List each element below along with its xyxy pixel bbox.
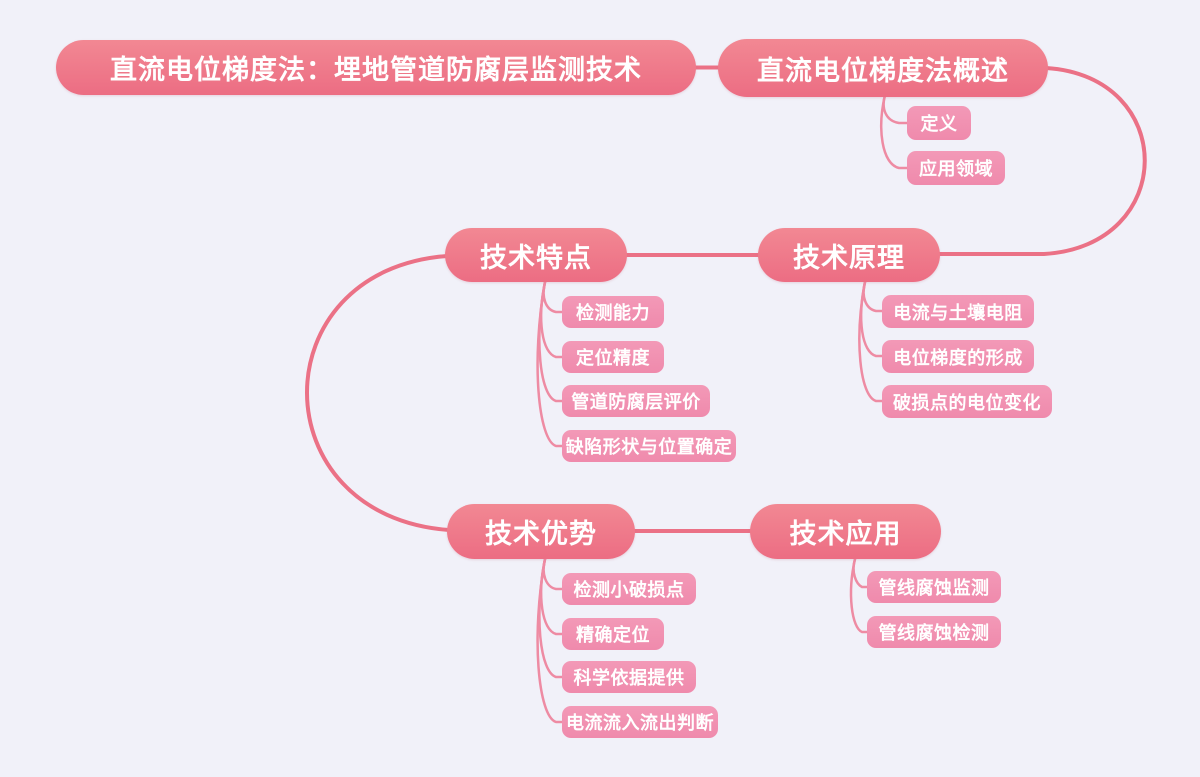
subtopic-potential-gradient-formation[interactable]: 电位梯度的形成 [882,340,1034,373]
topic-principle[interactable]: 技术原理 [758,228,940,282]
subtopic-pipeline-corrosion-inspection[interactable]: 管线腐蚀检测 [867,616,1001,648]
subtopic-defect-shape-location[interactable]: 缺陷形状与位置确定 [562,430,736,462]
subtopic-defect-potential-change[interactable]: 破损点的电位变化 [882,385,1052,418]
subtopic-current-soil-resistance[interactable]: 电流与土壤电阻 [882,295,1034,328]
topic-applications[interactable]: 技术应用 [750,504,941,559]
subtopic-pipeline-corrosion-monitoring[interactable]: 管线腐蚀监测 [867,571,1001,603]
branch-overview-definition [882,93,909,125]
topic-overview[interactable]: 直流电位梯度法概述 [718,39,1048,97]
subtopic-detect-small-defects[interactable]: 检测小破损点 [562,573,696,605]
subtopic-positioning-accuracy[interactable]: 定位精度 [562,341,664,373]
topic-advantages[interactable]: 技术优势 [447,504,635,559]
edge-overview-to-principle [936,66,1147,256]
subtopic-definition[interactable]: 定义 [907,106,971,140]
branch-features-1 [542,280,565,314]
edge-features-to-advantages [305,254,451,532]
branch-overview-application-fields [880,93,909,170]
subtopic-current-inflow-outflow[interactable]: 电流流入流出判断 [562,706,718,738]
subtopic-coating-evaluation[interactable]: 管道防腐层评价 [562,385,710,417]
branch-advantages-4 [536,557,565,724]
subtopic-scientific-basis[interactable]: 科学依据提供 [562,661,696,693]
branch-applications-1 [852,557,870,589]
branch-applications-2 [849,557,870,634]
topic-features[interactable]: 技术特点 [445,228,627,282]
branch-principle-3 [858,280,885,403]
branch-advantages-1 [542,557,565,591]
subtopic-detection-capability[interactable]: 检测能力 [562,296,664,328]
root-topic[interactable]: 直流电位梯度法：埋地管道防腐层监测技术 [56,40,696,95]
subtopic-precise-positioning[interactable]: 精确定位 [562,618,664,650]
branch-principle-1 [862,280,885,313]
subtopic-application-fields[interactable]: 应用领域 [907,151,1005,185]
branch-features-4 [536,280,565,448]
